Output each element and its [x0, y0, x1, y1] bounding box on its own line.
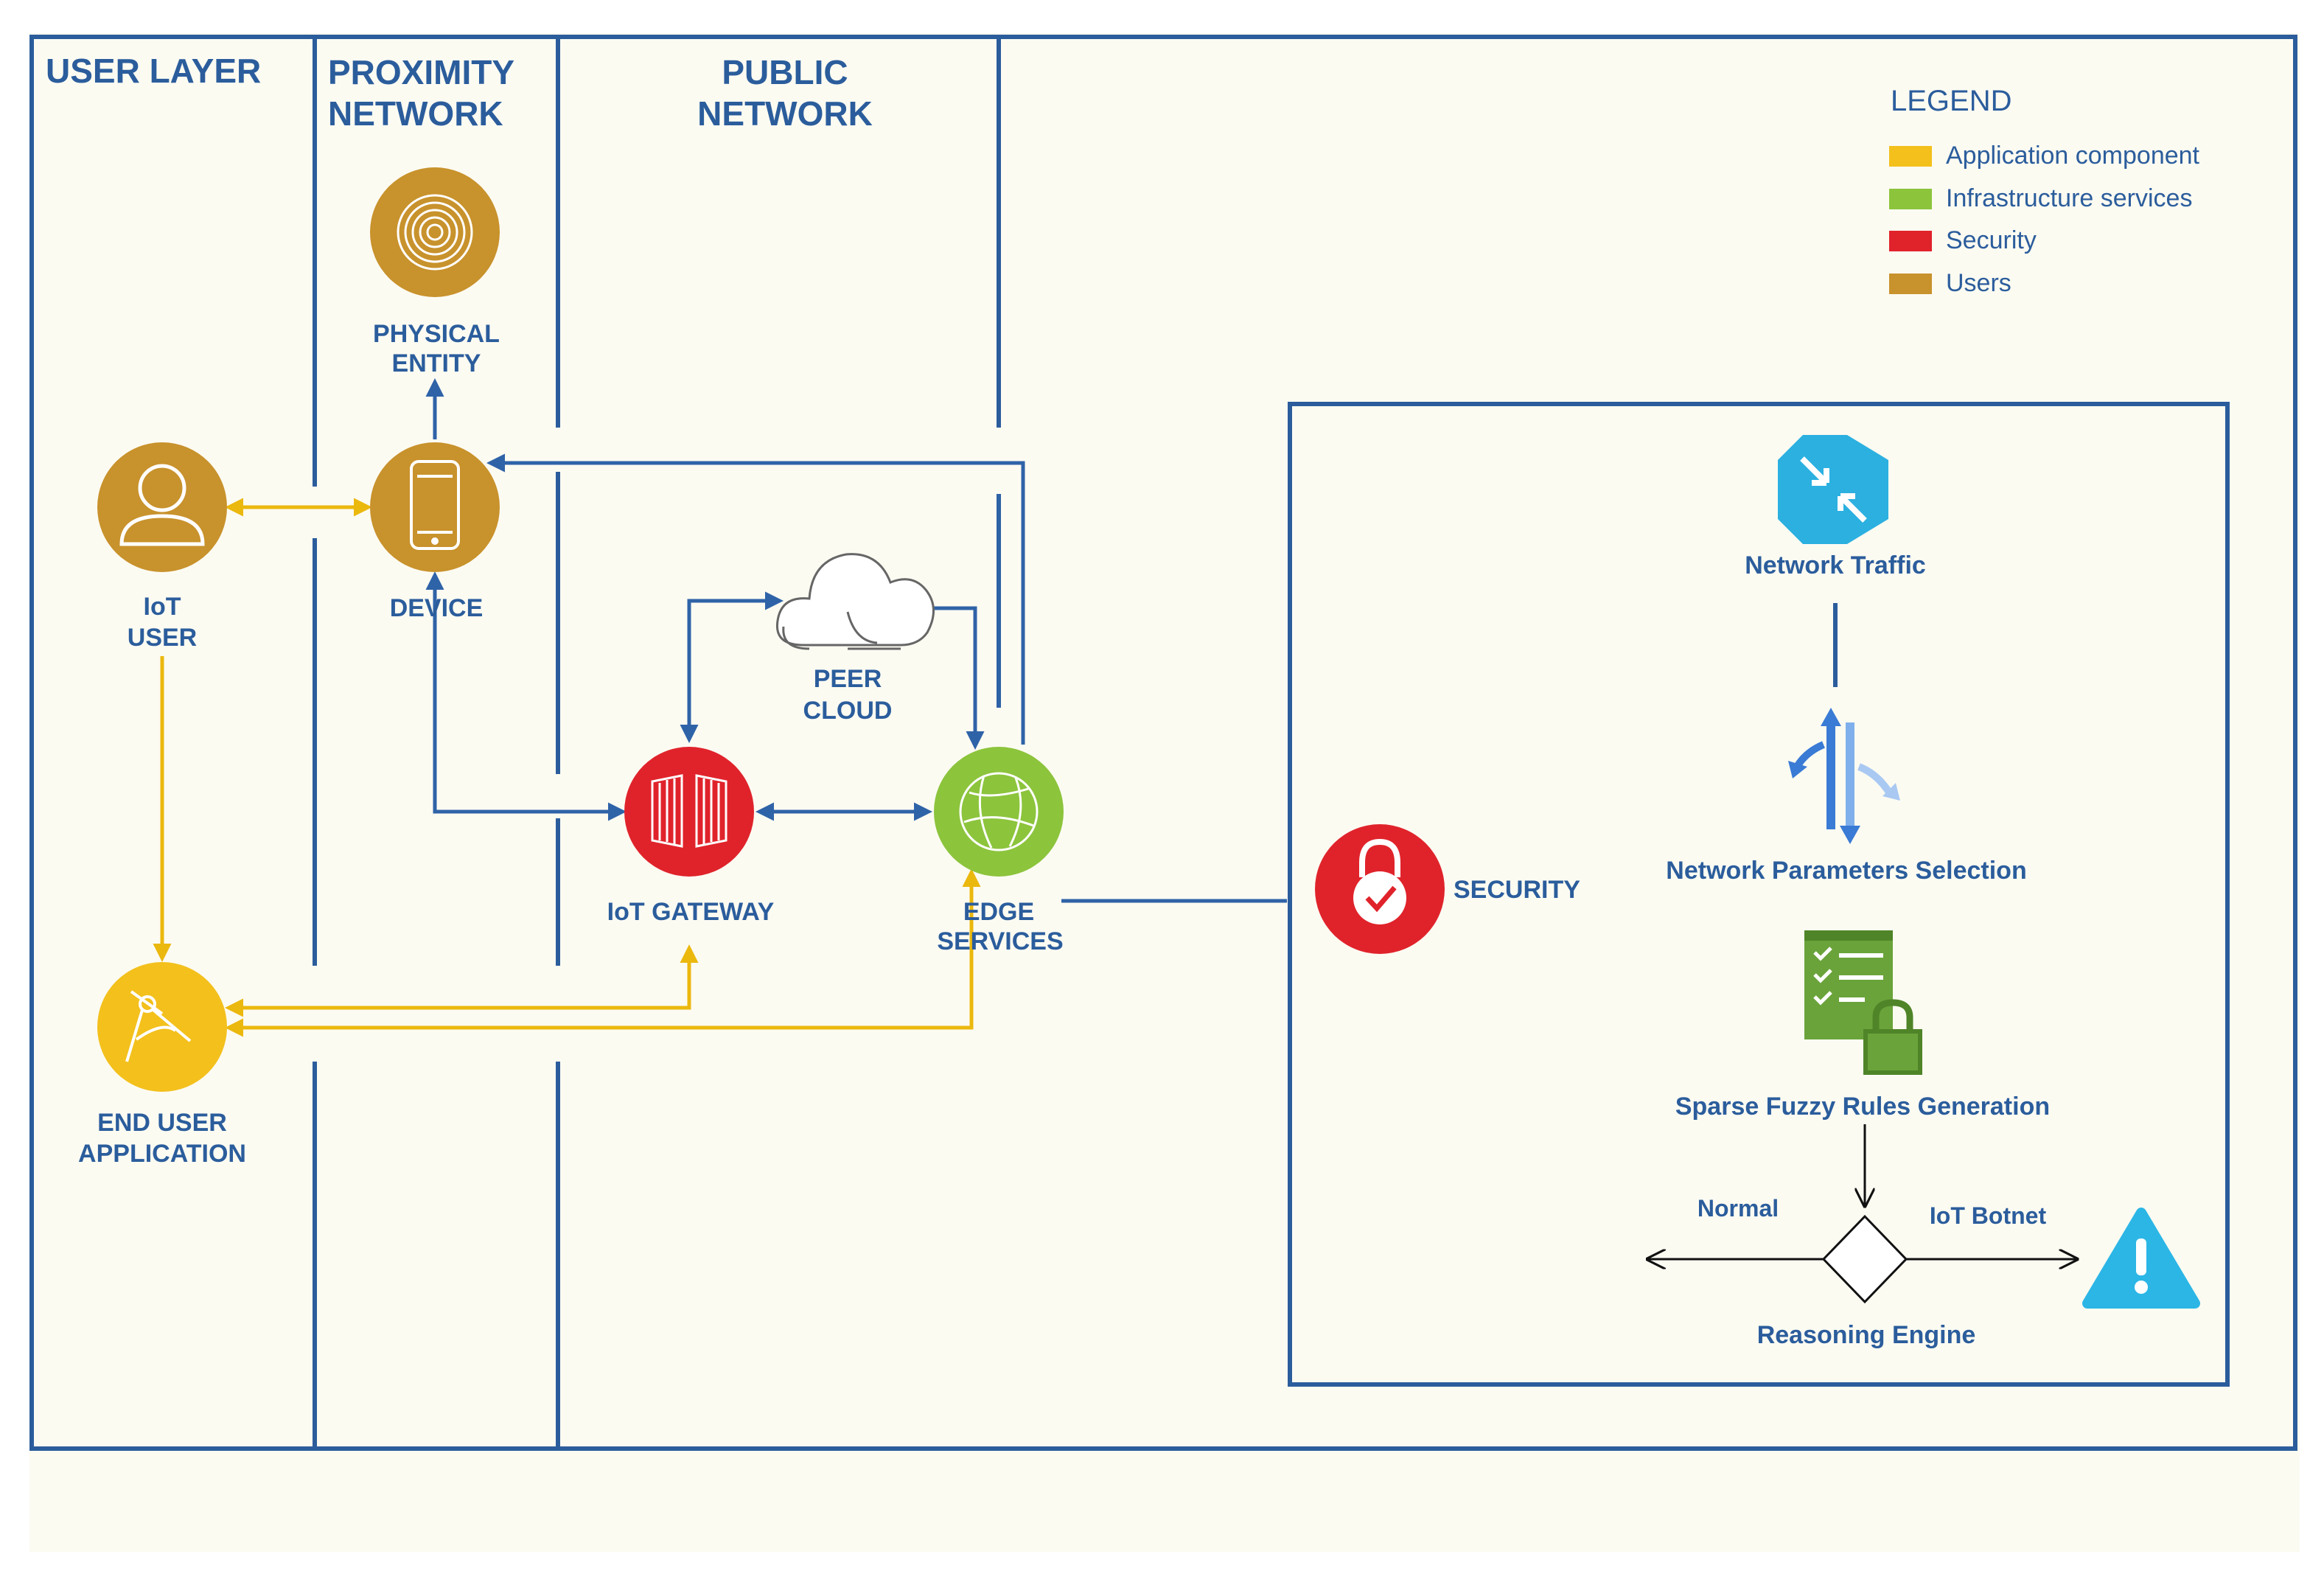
edge-services-label-line2: SERVICES	[937, 927, 1063, 955]
main-frame	[29, 35, 2297, 1451]
normal-label: Normal	[1697, 1195, 1779, 1222]
iot-user-circle	[97, 442, 227, 572]
heading-proximity-line1: PROXIMITY	[328, 53, 514, 91]
peer-cloud-label-line1: PEER	[814, 665, 882, 693]
device-circle	[370, 442, 500, 572]
security-panel-frame	[1288, 402, 2230, 1387]
smartphone-icon	[410, 460, 460, 550]
fingerprint-icon	[397, 194, 473, 271]
legend: LEGEND Application component Infrastruct…	[1889, 85, 2200, 297]
physical-entity-label-line2: ENTITY	[392, 349, 481, 377]
node-peer-cloud: PEER CLOUD	[775, 553, 935, 725]
legend-label-infrastructure: Infrastructure services	[1946, 184, 2192, 212]
node-edge-services: EDGE SERVICES	[934, 747, 1064, 955]
iot-gateway-label: IoT GATEWAY	[607, 898, 775, 926]
yellow-connectors	[153, 498, 981, 1037]
heading-user-layer: USER LAYER	[46, 52, 261, 90]
gate-icon	[651, 774, 727, 848]
iot-user-label-line2: USER	[128, 624, 197, 652]
legend-swatch-infrastructure	[1889, 189, 1932, 209]
security-label: SECURITY	[1454, 876, 1580, 904]
legend-swatch-users	[1889, 274, 1932, 294]
end-user-app-label-line1: END USER	[97, 1109, 227, 1137]
node-iot-gateway: IoT GATEWAY	[607, 747, 775, 926]
device-label: DEVICE	[390, 594, 484, 622]
compass-icon	[125, 990, 192, 1062]
legend-label-security: Security	[1946, 226, 2037, 254]
heading-public-line1: PUBLIC	[722, 53, 848, 91]
legend-label-users: Users	[1946, 269, 2011, 297]
heading-proximity-line2: NETWORK	[328, 94, 503, 133]
network-traffic-label: Network Traffic	[1745, 551, 1926, 579]
reasoning-engine-label: Reasoning Engine	[1757, 1321, 1976, 1349]
node-iot-user: IoT USER	[97, 442, 227, 652]
globe-icon	[959, 772, 1039, 851]
security-panel: SECURITY Network Traffic Network Paramet…	[1288, 402, 2230, 1387]
decision-diamond	[1821, 1214, 1908, 1304]
user-icon	[119, 464, 205, 546]
peer-cloud-label-line2: CLOUD	[803, 697, 893, 725]
botnet-label: IoT Botnet	[1930, 1202, 2047, 1229]
iot-gateway-circle	[624, 747, 754, 877]
legend-label-application: Application component	[1946, 142, 2200, 170]
blue-connectors	[425, 378, 1287, 903]
parameter-selection-label: Network Parameters Selection	[1666, 857, 2026, 885]
checklist-lock-icon	[1804, 930, 1922, 1075]
node-device: DEVICE	[370, 442, 500, 622]
parameter-selection-icon	[1788, 708, 1900, 844]
legend-title: LEGEND	[1891, 85, 2012, 117]
fuzzy-rules-label: Sparse Fuzzy Rules Generation	[1675, 1093, 2050, 1121]
cloud-icon	[775, 553, 935, 650]
heading-public-line2: NETWORK	[697, 94, 873, 133]
iot-user-label-line1: IoT	[144, 593, 181, 621]
legend-swatch-application	[1889, 146, 1932, 167]
lock-check-icon	[1353, 838, 1406, 924]
edge-services-circle	[934, 747, 1064, 877]
node-physical-entity: PHYSICAL ENTITY	[370, 167, 500, 377]
warning-icon	[2082, 1208, 2200, 1309]
edge-services-label-line1: EDGE	[963, 898, 1034, 926]
physical-entity-label-line1: PHYSICAL	[373, 320, 500, 348]
legend-swatch-security	[1889, 231, 1932, 251]
end-user-app-label-line2: APPLICATION	[78, 1140, 246, 1168]
node-end-user-app: END USER APPLICATION	[78, 962, 246, 1168]
physical-entity-circle	[370, 167, 500, 297]
network-traffic-icon	[1778, 435, 1888, 544]
